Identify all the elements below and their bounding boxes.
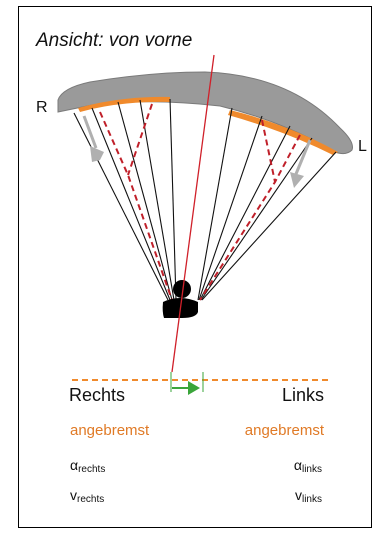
left-side-heading: Links	[281, 385, 324, 405]
diagram-frame	[18, 6, 372, 528]
v-subscript: links	[301, 494, 322, 505]
side-marker-r: R	[36, 99, 48, 116]
v-subscript: rechts	[77, 494, 105, 505]
right-brake-highlight	[78, 96, 170, 112]
alpha-subscript: links	[301, 464, 322, 475]
v-symbol: v	[70, 487, 77, 503]
left-brake-state: angebremst	[244, 422, 324, 439]
movement-arrow	[170, 372, 204, 395]
alpha-right: αrechts	[70, 457, 105, 475]
diagram-title: Ansicht: von vorne	[36, 30, 193, 51]
side-marker-l: L	[358, 138, 367, 155]
right-brake-state: angebremst	[70, 422, 150, 439]
deflection-arrows	[82, 115, 312, 188]
alpha-symbol: α	[293, 457, 302, 473]
suspension-lines	[73, 98, 337, 301]
right-side-heading: Rechts	[69, 385, 126, 405]
velocity-right: vrechts	[70, 487, 104, 505]
alpha-left: αlinks	[294, 457, 322, 475]
alpha-symbol: α	[70, 457, 79, 473]
vertical-axis-line	[171, 54, 215, 373]
brake-lines	[99, 103, 301, 301]
left-brake-highlight	[228, 110, 338, 155]
velocity-left: vlinks	[295, 487, 322, 505]
v-symbol: v	[294, 487, 302, 503]
pilot-head	[173, 280, 191, 298]
alpha-subscript: rechts	[78, 464, 106, 475]
